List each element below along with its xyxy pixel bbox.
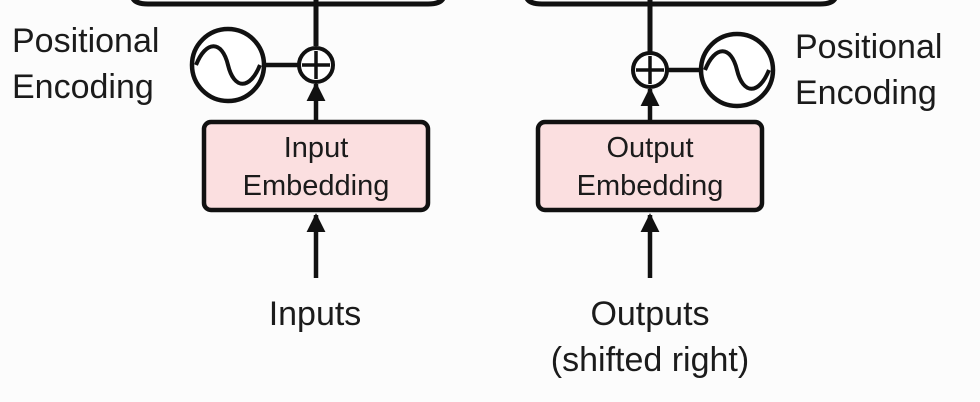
decoder-positional-label-line2: Encoding	[795, 74, 937, 112]
encoder-positional-label-line2: Encoding	[12, 68, 154, 106]
decoder-add-icon	[631, 51, 669, 89]
output-embedding-label-line1: Output	[606, 132, 693, 164]
outputs-label-line1: Outputs	[590, 295, 709, 333]
decoder-upper-block-edge	[525, 0, 837, 7]
encoder-add-icon	[297, 46, 335, 84]
input-embedding-box	[201, 119, 431, 213]
decoder-positional-encoding-icon	[698, 31, 776, 109]
output-embedding-box	[535, 119, 765, 213]
decoder-column: Output Embedding Positional Encoding Out…	[525, 0, 942, 379]
encoder-column: Input Embedding Positional Encoding Inpu…	[12, 0, 445, 333]
decoder-positional-label-line1: Positional	[795, 28, 942, 66]
input-embedding-label-line1: Input	[284, 132, 349, 164]
encoder-positional-label-line1: Positional	[12, 22, 159, 60]
outputs-label-line2: (shifted right)	[551, 341, 749, 379]
encoder-upper-block-edge	[131, 0, 445, 7]
inputs-label: Inputs	[269, 295, 362, 333]
encoder-positional-encoding-icon	[189, 26, 267, 104]
output-embedding-label-line2: Embedding	[577, 170, 724, 202]
input-embedding-label-line2: Embedding	[243, 170, 390, 202]
